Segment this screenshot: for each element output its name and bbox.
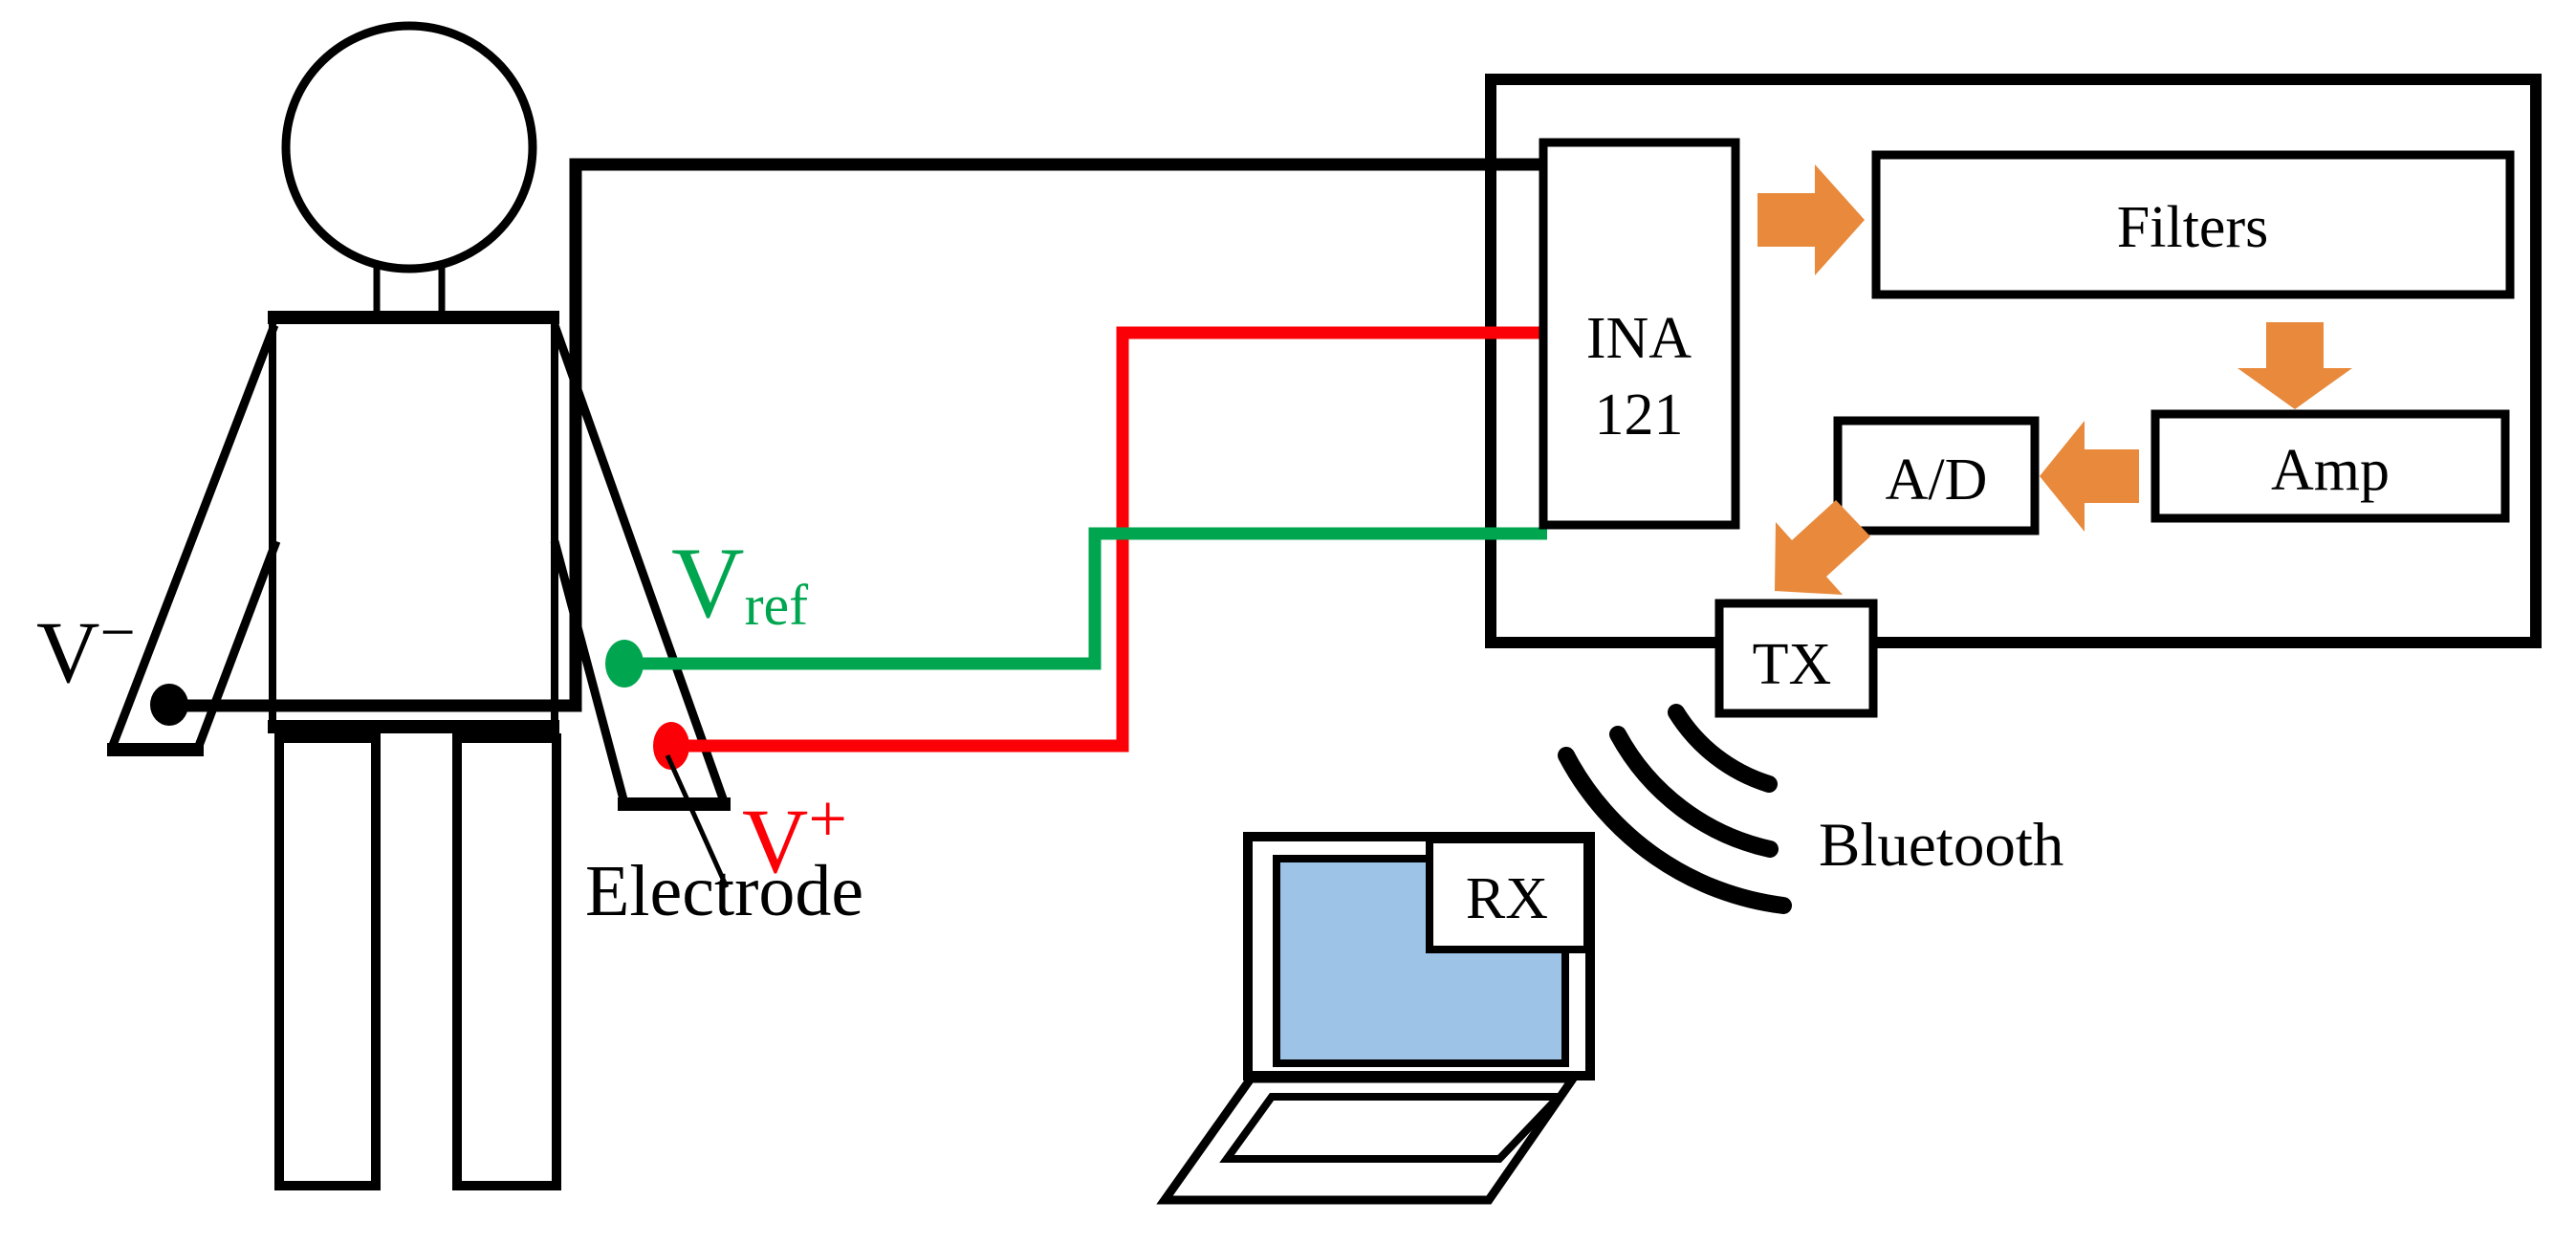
v-minus-label: V−: [36, 598, 136, 701]
bluetooth-waves-icon: [1558, 704, 1792, 914]
person-torso: [269, 313, 558, 731]
adc-label: A/D: [1886, 447, 1988, 513]
ina121-label-line1: INA: [1586, 306, 1692, 371]
v-minus-electrode-dot: [150, 684, 188, 726]
person-head: [281, 21, 537, 273]
v-plus-base: V: [742, 790, 808, 892]
electrode-pointer-line: [665, 753, 730, 889]
amp-block: [2150, 409, 2510, 523]
filters-label: Filters: [2117, 195, 2268, 260]
laptop-icon: RX: [1156, 832, 1595, 1205]
rx-label: RX: [1466, 866, 1548, 931]
ina121-label-line2: 121: [1595, 382, 1684, 447]
laptop-keyboard: [1219, 1093, 1568, 1163]
v-ref-base: V: [671, 527, 745, 639]
v-minus-wire: [169, 158, 1547, 712]
v-ref-subscript: ref: [745, 574, 809, 637]
v-ref-wire: [624, 527, 1547, 670]
tx-block: [1714, 599, 1878, 718]
tx-label: TX: [1753, 632, 1832, 697]
rx-block: [1426, 836, 1591, 953]
ina121-block: [1539, 138, 1740, 530]
adc-block: [1833, 416, 2040, 535]
filters-block: [1871, 150, 2515, 299]
bluetooth-wave-inner: [1668, 704, 1778, 793]
arrow-adc-to-tx-icon: [1775, 500, 1870, 595]
person-left-leg: [274, 733, 381, 1190]
v-plus-label: V+: [742, 780, 847, 892]
amp-label: Amp: [2271, 438, 2390, 503]
right-arm-outer-line: [550, 323, 729, 803]
v-plus-electrode-dot: [653, 722, 689, 770]
electrode-label: Electrode: [585, 851, 863, 931]
v-minus-base: V: [36, 603, 99, 701]
v-ref-electrode-dot: [605, 640, 644, 687]
left-arm-outer-line: [107, 323, 279, 750]
arrow-amp-to-adc-icon: [2040, 421, 2139, 532]
bluetooth-wave-middle: [1609, 726, 1779, 858]
person-figure-icon: [107, 21, 731, 1190]
bluetooth-label: Bluetooth: [1819, 811, 2063, 880]
person-right-leg: [452, 733, 561, 1190]
bluetooth-wave-outer: [1558, 747, 1792, 914]
right-arm-inner-line: [550, 539, 628, 801]
v-minus-sign: −: [99, 598, 135, 667]
arrow-ina-to-filters-icon: [1757, 164, 1865, 275]
arrow-filters-to-amp-icon: [2238, 322, 2352, 409]
v-ref-label: Vref: [671, 527, 808, 639]
v-plus-sign: +: [808, 780, 847, 857]
